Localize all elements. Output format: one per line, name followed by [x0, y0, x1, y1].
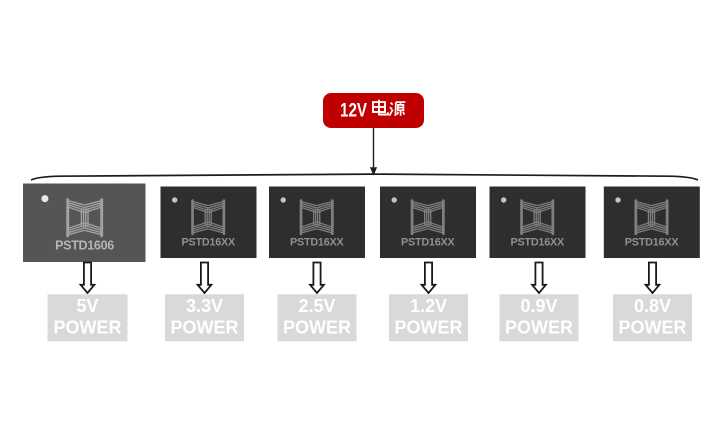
svg-text:PSTD1606: PSTD1606: [55, 238, 114, 252]
svg-text:12V: 12V: [340, 99, 367, 121]
svg-text:PSTD16XX: PSTD16XX: [181, 237, 236, 249]
